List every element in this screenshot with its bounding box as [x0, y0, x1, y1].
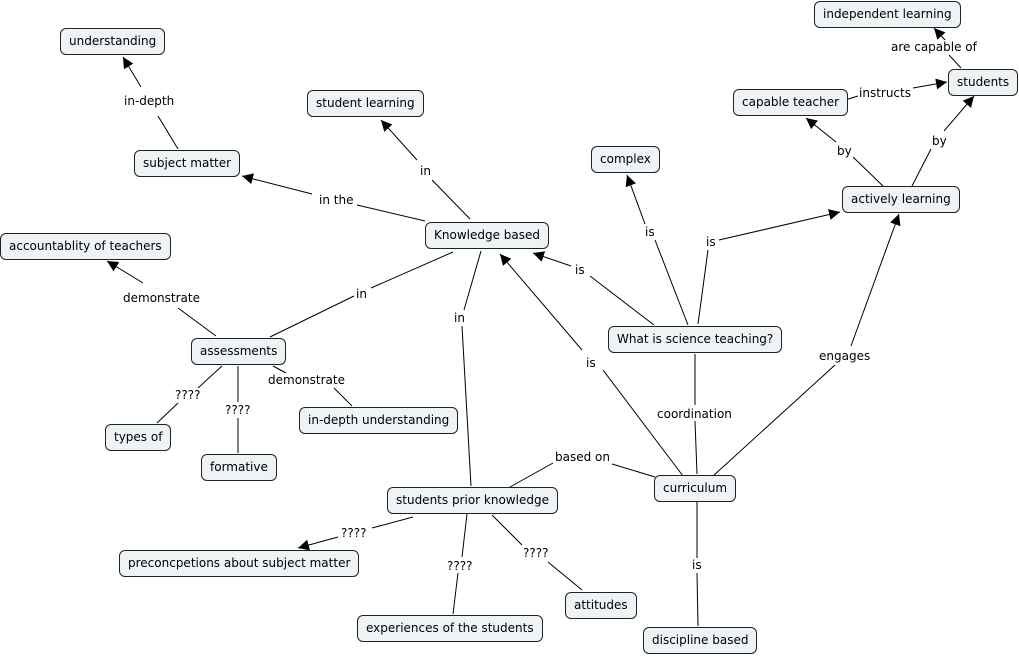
concept-attitudes[interactable]: attitudes	[565, 592, 637, 619]
connector	[718, 209, 841, 241]
connector	[532, 251, 572, 267]
concept-capable-teacher[interactable]: capable teacher	[733, 89, 849, 116]
link-label-question: ????	[522, 546, 550, 560]
link-label-demonstrate: demonstrate	[122, 291, 201, 305]
connector	[850, 213, 901, 347]
link-label-are-capable-of: are capable of	[890, 40, 978, 54]
link-label-question: ????	[224, 403, 252, 417]
link-label-is: is	[644, 225, 656, 239]
connector	[461, 325, 472, 487]
concept-types-of[interactable]: types of	[105, 424, 172, 451]
connector	[356, 204, 426, 222]
concept-students[interactable]: students	[948, 69, 1019, 96]
connector	[625, 174, 646, 225]
concept-accountability-of-teachers[interactable]: accountablity of teachers	[0, 233, 171, 260]
concept-student-learning[interactable]: student learning	[307, 90, 424, 117]
connector	[933, 27, 947, 42]
connector	[122, 56, 142, 88]
link-label-based-on: based on	[554, 450, 611, 464]
concept-in-depth-understanding[interactable]: in-depth understanding	[299, 407, 459, 434]
connector	[943, 95, 975, 132]
connector	[452, 572, 459, 615]
link-label-is: is	[574, 263, 586, 277]
link-label-demonstrate: demonstrate	[267, 373, 346, 387]
concept-assessments[interactable]: assessments	[191, 338, 287, 365]
connector	[461, 513, 468, 558]
connector	[241, 173, 313, 195]
connector	[697, 249, 709, 325]
connector	[696, 572, 699, 627]
connector	[654, 239, 689, 326]
link-label-by: by	[836, 144, 853, 158]
concept-actively-learning[interactable]: actively learning	[842, 186, 960, 213]
concept-subject-matter[interactable]: subject matter	[134, 150, 241, 177]
concept-formative[interactable]: formative	[201, 454, 277, 481]
link-label-engages: engages	[818, 349, 872, 363]
connector	[491, 514, 523, 546]
connector	[712, 364, 836, 477]
link-label-in: in	[355, 287, 368, 301]
connector	[157, 115, 179, 150]
concept-experiences-of-the-students[interactable]: experiences of the students	[357, 615, 543, 642]
connector	[463, 250, 482, 311]
link-label-coordination: coordination	[656, 407, 733, 421]
link-label-in: in	[453, 311, 466, 325]
connector	[852, 156, 884, 187]
connector	[177, 307, 217, 337]
concept-what-is-science-teaching[interactable]: What is science teaching?	[608, 326, 783, 353]
link-label-instructs: instructs	[858, 86, 912, 100]
concept-discipline-based[interactable]: discipline based	[643, 627, 758, 654]
connector	[912, 78, 948, 90]
link-label-in: in	[419, 164, 432, 178]
connector	[370, 251, 454, 289]
connector	[297, 536, 339, 551]
connector	[547, 561, 583, 591]
connector	[694, 420, 698, 475]
concept-students-prior-knowledge[interactable]: students prior knowledge	[387, 487, 558, 514]
connector	[272, 365, 287, 374]
connector	[371, 516, 414, 529]
connector	[156, 402, 179, 424]
connector	[911, 148, 932, 187]
connector	[333, 387, 353, 407]
concept-preconceptions[interactable]: preconcpetions about subject matter	[119, 550, 360, 577]
connector	[611, 463, 656, 478]
concept-complex[interactable]: complex	[591, 146, 660, 173]
connector	[948, 54, 962, 69]
link-label-is: is	[705, 235, 717, 249]
connector	[269, 295, 355, 338]
connector	[197, 365, 223, 389]
link-label-question: ????	[446, 559, 474, 573]
link-label-by: by	[931, 134, 948, 148]
concept-curriculum[interactable]: curriculum	[654, 475, 737, 502]
link-label-in-depth: in-depth	[123, 94, 176, 108]
connector	[509, 462, 554, 488]
connector	[380, 119, 418, 161]
connector	[106, 260, 144, 284]
connector	[499, 253, 583, 351]
concept-independent-learning[interactable]: independent learning	[814, 1, 961, 28]
connector	[431, 179, 471, 220]
concept-knowledge-based[interactable]: Knowledge based	[425, 222, 550, 249]
connector	[589, 275, 655, 326]
concept-understanding[interactable]: understanding	[60, 28, 166, 55]
link-label-is: is	[691, 558, 703, 572]
link-label-question: ????	[340, 526, 368, 540]
connector	[805, 117, 837, 143]
link-label-in-the: in the	[318, 193, 355, 207]
connector	[602, 369, 684, 477]
link-label-is: is	[585, 356, 597, 370]
link-label-question: ????	[174, 388, 202, 402]
